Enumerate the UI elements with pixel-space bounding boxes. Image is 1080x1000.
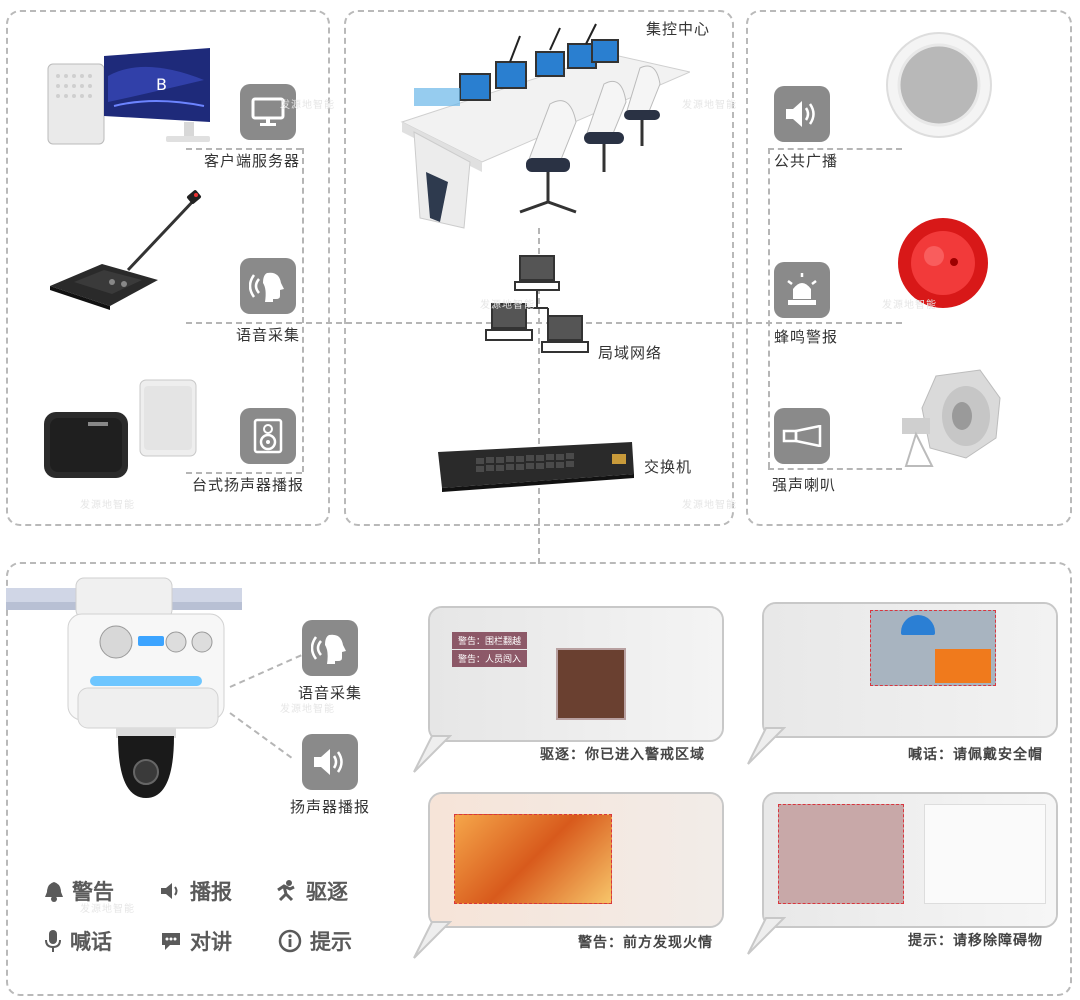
legend-broadcast: 播报 (160, 876, 232, 906)
connector-line (186, 322, 902, 324)
connector-line (302, 148, 304, 472)
desk-microphone-image (46, 190, 206, 310)
voice-capture-icon-tile (240, 258, 296, 314)
legend-intercom: 对讲 (160, 926, 232, 956)
legend-label: 提示 (310, 930, 352, 954)
info-icon (278, 929, 302, 953)
alarm-light-icon (787, 273, 817, 305)
watermark: 发源地智能 (80, 500, 135, 511)
red-alarm-light-image (896, 216, 990, 310)
horn-icon-tile (774, 408, 830, 464)
public-broadcast-label: 公共广播 (774, 152, 839, 170)
horn-icon (782, 425, 822, 447)
monitor-icon (251, 97, 285, 126)
legend-label: 警告 (72, 880, 114, 904)
connector-line (768, 148, 902, 150)
switch-label: 交换机 (644, 458, 693, 476)
left-panel (6, 10, 330, 526)
legend-expel: 驱逐 (274, 876, 348, 906)
alarm-light-icon-tile (774, 262, 830, 318)
buzzer-alarm-label: 蜂鸣警报 (774, 328, 839, 346)
desktop-speaker-label: 台式扬声器播报 (192, 476, 305, 494)
detected-person-box (556, 648, 626, 720)
lan-network-image (482, 252, 592, 364)
scene-caption: 警告：前方发现火情 (578, 935, 713, 951)
bubble-tail (747, 917, 786, 955)
speaker-box-icon-tile (240, 408, 296, 464)
scene-caption: 喊话：请佩戴安全帽 (908, 747, 1043, 763)
monitor-icon-tile (240, 84, 296, 140)
connector-line (768, 148, 770, 468)
speaker-box-icon (253, 418, 283, 454)
speaker-icon (161, 883, 178, 899)
network-computers-icon (485, 255, 589, 353)
speaker-icon (314, 749, 343, 775)
legend-label: 喊话 (70, 930, 112, 954)
legend-label: 对讲 (190, 930, 232, 954)
microphone-icon (45, 930, 61, 952)
rail-robot-image (6, 576, 242, 802)
watermark: 发源地智能 (682, 100, 737, 111)
watermark: 发源地智能 (682, 500, 737, 511)
bell-icon (45, 882, 63, 902)
connector-line (538, 228, 540, 564)
scene-bubble-obstacle (762, 792, 1058, 928)
legend-tip: 提示 (278, 926, 352, 956)
overlay-alert-1: 警告：围栏翻越 (452, 632, 528, 649)
overlay-alert-2: 警告：人员闯入 (452, 650, 528, 667)
desktop-speaker-image (40, 374, 200, 484)
bubble-tail (413, 735, 452, 773)
legend-warning: 警告 (44, 876, 114, 906)
bubble-tail (413, 921, 452, 959)
scene-caption: 驱逐：你已进入警戒区域 (540, 747, 705, 763)
scene-caption: 提示：请移除障碍物 (908, 933, 1043, 949)
svg-text:B: B (156, 75, 167, 94)
connector-line (768, 468, 902, 470)
legend-shout: 喊话 (44, 926, 112, 956)
bottom-voice-capture-label: 语音采集 (298, 684, 363, 702)
client-server-label: 客户端服务器 (204, 152, 301, 170)
legend-label: 播报 (190, 880, 232, 904)
horn-speaker-image (896, 368, 1004, 472)
right-panel (746, 10, 1072, 526)
detected-obstacle-box (778, 804, 904, 904)
connector-line (186, 472, 302, 474)
horn-speaker-label: 强声喇叭 (772, 476, 837, 494)
watermark: 发源地智能 (280, 100, 335, 111)
scene-bubble-intrusion: 警告：围栏翻越 警告：人员闯入 (428, 606, 724, 742)
control-center-label: 集控中心 (646, 20, 711, 38)
watermark: 发源地智能 (80, 904, 135, 915)
watermark: 发源地智能 (882, 300, 937, 311)
running-person-icon (277, 880, 295, 902)
voice-head-icon (249, 272, 284, 302)
lan-network-label: 局域网络 (598, 344, 663, 362)
speaker-icon (786, 101, 815, 127)
bottom-speaker-icon-tile (302, 734, 358, 790)
network-switch-image (436, 440, 636, 492)
detected-fire-box (454, 814, 612, 904)
scene-bubble-helmet (762, 602, 1058, 738)
voice-head-icon (311, 634, 346, 664)
detected-worker-box (870, 610, 996, 686)
watermark: 发源地智能 (480, 300, 535, 311)
legend-label: 驱逐 (306, 880, 348, 904)
voice-capture-label: 语音采集 (236, 326, 301, 344)
bottom-voice-capture-icon-tile (302, 620, 358, 676)
watermark: 发源地智能 (280, 704, 335, 715)
client-server-image: B (44, 46, 214, 146)
bottom-speaker-broadcast-label: 扬声器播报 (290, 798, 371, 816)
broadcast-icon-tile (774, 86, 830, 142)
connector-line (186, 148, 302, 150)
chat-icon (162, 933, 180, 950)
scene-bubble-fire (428, 792, 724, 928)
bubble-tail (747, 727, 786, 765)
ceiling-speaker-image (884, 30, 994, 140)
control-center-image (400, 22, 692, 234)
